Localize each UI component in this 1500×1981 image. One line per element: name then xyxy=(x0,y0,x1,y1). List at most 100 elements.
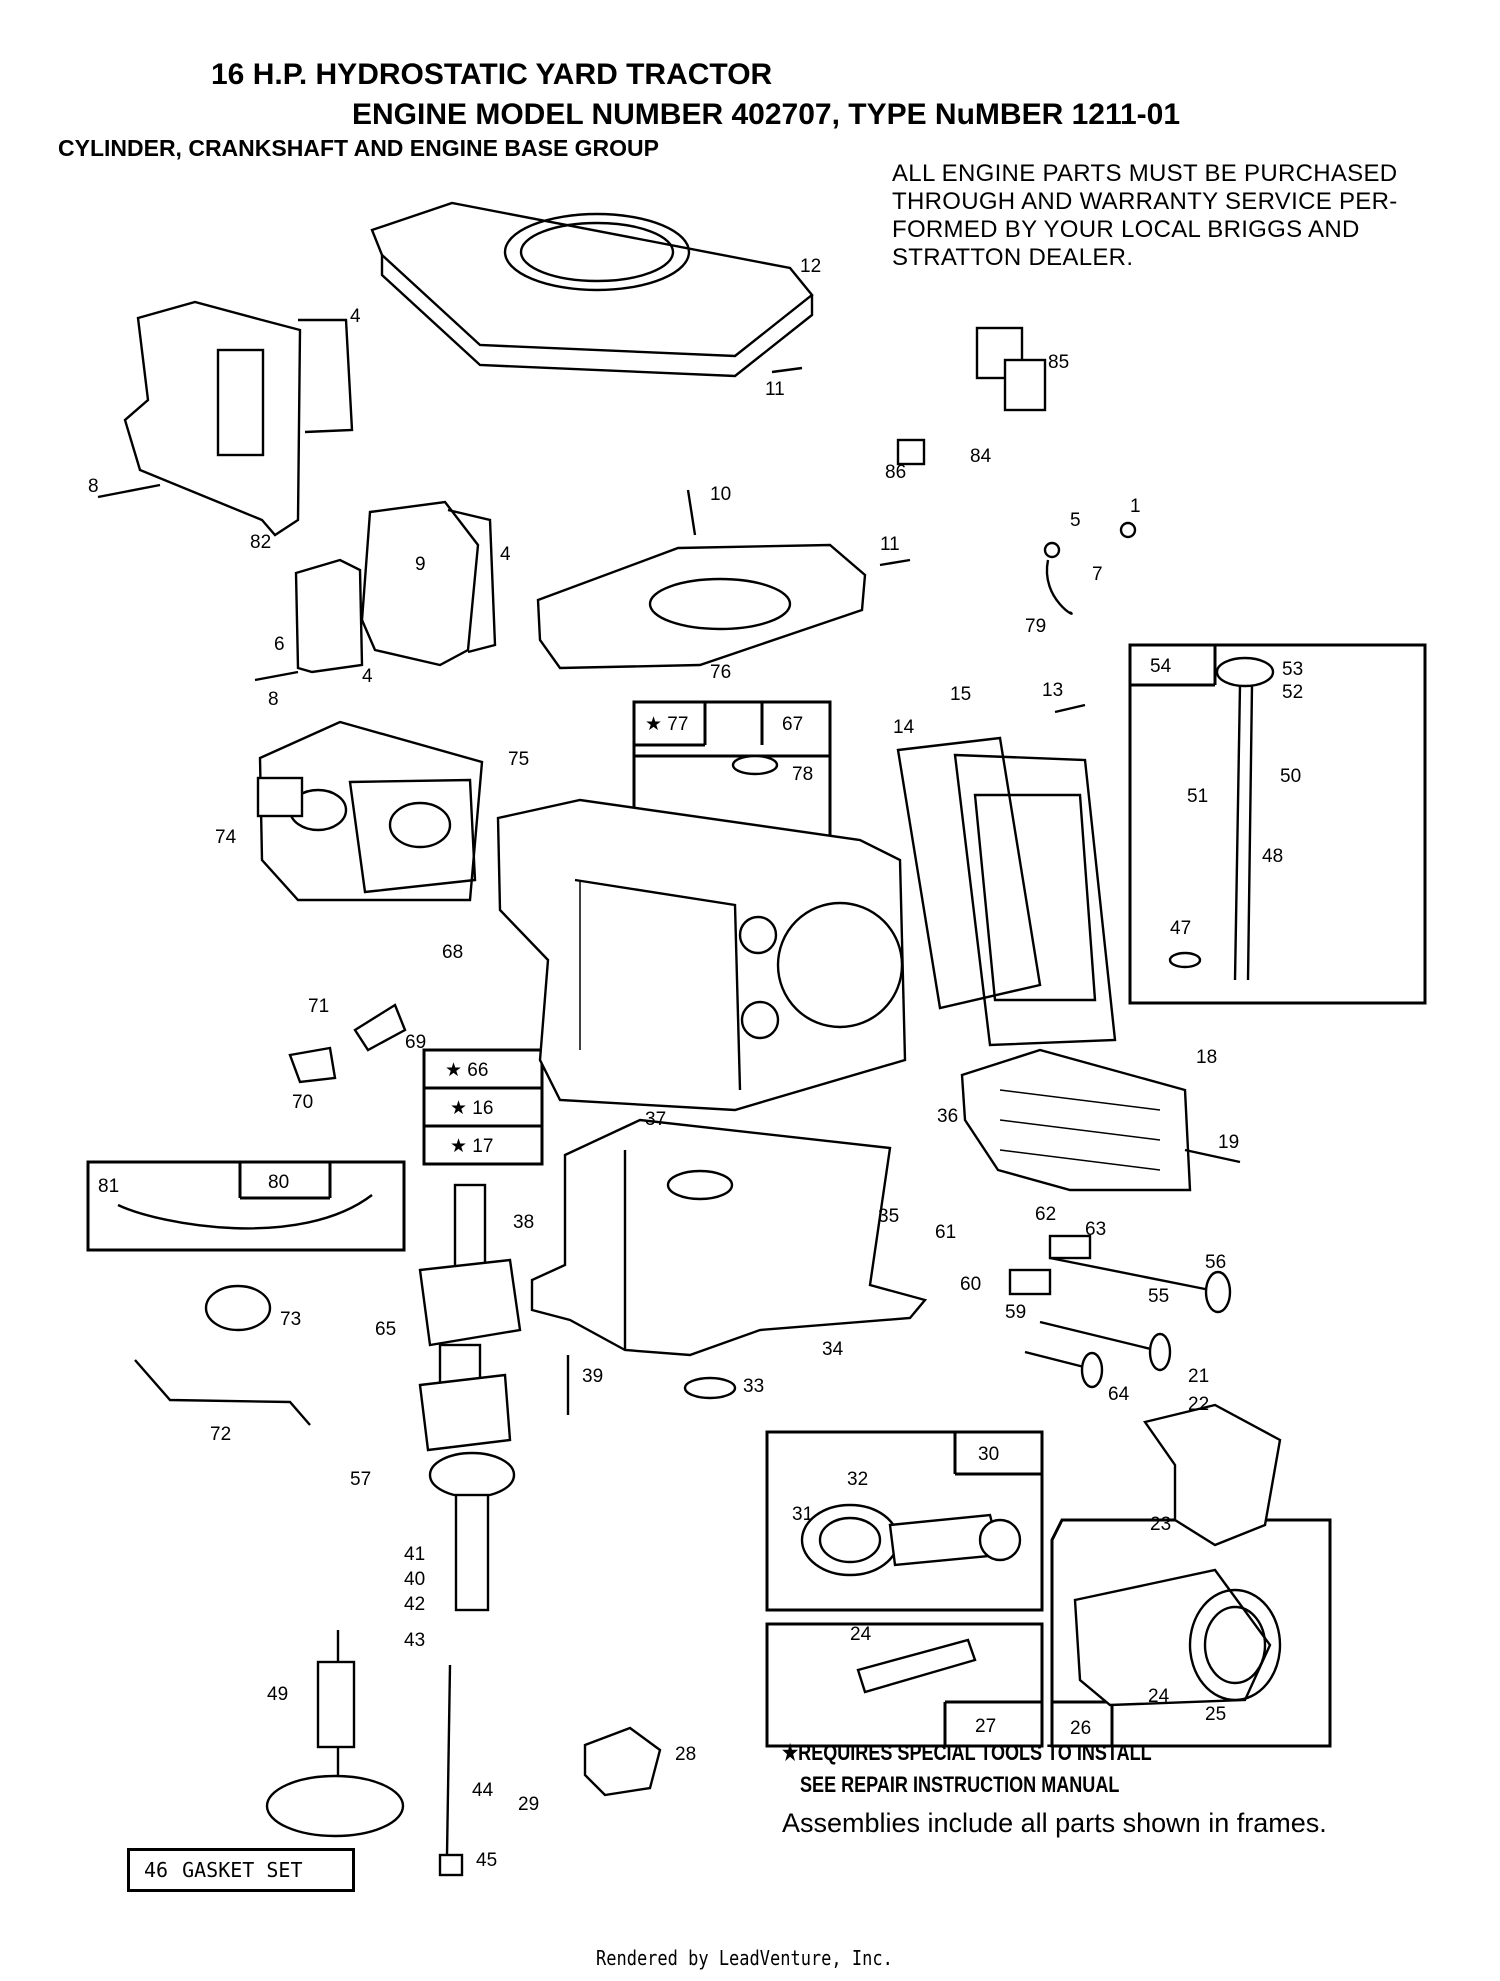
part-label: 61 xyxy=(935,1222,956,1243)
piston-assembly xyxy=(1073,1568,1282,1707)
part-label: 76 xyxy=(710,662,731,683)
part-label: 13 xyxy=(1042,680,1063,701)
part-label: 57 xyxy=(350,1469,371,1490)
valves xyxy=(1008,1234,1232,1389)
part-label: 15 xyxy=(950,684,971,705)
part-label: 50 xyxy=(1280,766,1301,787)
part-label: 59 xyxy=(1005,1302,1026,1323)
part-label: 81 xyxy=(98,1176,119,1197)
part-label: 42 xyxy=(404,1594,425,1615)
part-label: 8 xyxy=(88,476,99,497)
frame-label: ★ 66 xyxy=(445,1060,488,1081)
special-tools-note: ★REQUIRES SPECIAL TOOLS TO INSTALL xyxy=(782,1740,1152,1765)
frame-30 xyxy=(765,1430,1044,1612)
frame-66-16-17 xyxy=(422,1048,544,1166)
part-label: 74 xyxy=(215,827,237,848)
gasket-set-box: 46 GASKET SET xyxy=(127,1848,355,1892)
gasket-set-label: GASKET SET xyxy=(182,1858,303,1882)
cylinder-block xyxy=(496,798,907,1112)
part-label: 28 xyxy=(675,1744,696,1765)
part-label: 10 xyxy=(710,484,731,505)
part-label: 5 xyxy=(1070,510,1081,531)
hardware xyxy=(97,326,1241,1415)
part-label: 41 xyxy=(404,1544,425,1565)
cylinder-shroud xyxy=(123,300,354,537)
part-label: 35 xyxy=(878,1206,899,1227)
part-label: 40 xyxy=(404,1569,425,1590)
air-guide xyxy=(536,543,867,670)
breaker-assembly xyxy=(1143,1403,1282,1547)
frame-27 xyxy=(765,1622,1044,1748)
part-label: 4 xyxy=(500,544,511,565)
connecting-rod xyxy=(800,1503,1022,1577)
part-label: 6 xyxy=(274,634,285,655)
engine-base xyxy=(530,1118,928,1357)
fuel-filter xyxy=(204,1284,272,1332)
cylinder-head xyxy=(258,720,484,902)
part-label: 21 xyxy=(1188,1366,1209,1387)
assemblies-note: Assemblies include all parts shown in fr… xyxy=(782,1808,1327,1838)
part-label: 18 xyxy=(1196,1047,1217,1068)
part-label: 82 xyxy=(250,532,271,553)
part-label: 9 xyxy=(415,554,426,575)
part-label: 45 xyxy=(476,1850,497,1871)
part-label: 64 xyxy=(1108,1384,1130,1405)
part-label: 34 xyxy=(822,1339,844,1360)
part-label: 14 xyxy=(893,717,915,738)
gasket-set-number: 46 xyxy=(144,1858,169,1882)
part-label: 60 xyxy=(960,1274,981,1295)
part-label: 19 xyxy=(1218,1132,1239,1153)
part-label: 29 xyxy=(518,1794,539,1815)
part-label: 36 xyxy=(937,1106,958,1127)
engine-model-title: ENGINE MODEL NUMBER 402707, TYPE NuMBER … xyxy=(352,98,1181,131)
part-label: 85 xyxy=(1048,352,1069,373)
part-label: 7 xyxy=(1092,564,1103,585)
part-label: 69 xyxy=(405,1032,426,1053)
part-label: 4 xyxy=(362,666,373,687)
part-label: 56 xyxy=(1205,1252,1226,1273)
oil-line xyxy=(134,1359,311,1426)
frame-label: ★ 17 xyxy=(450,1136,493,1157)
part-label: 86 xyxy=(885,462,906,483)
part-label: 70 xyxy=(292,1092,313,1113)
part-label: 11 xyxy=(880,534,900,555)
part-label: 44 xyxy=(472,1780,494,1801)
part-label: 71 xyxy=(308,996,329,1017)
fuel-line xyxy=(117,1194,373,1230)
part-label: 49 xyxy=(267,1684,288,1705)
governor-gear xyxy=(583,1726,662,1797)
part-label: 78 xyxy=(792,764,813,785)
part-label: 63 xyxy=(1085,1219,1106,1240)
dealer-notice: ALL ENGINE PARTS MUST BE PURCHASED THROU… xyxy=(892,160,1398,271)
part-label: 51 xyxy=(1187,786,1208,807)
part-label: 23 xyxy=(1150,1514,1171,1535)
part-label: 55 xyxy=(1148,1286,1169,1307)
frame-80 xyxy=(86,1160,406,1252)
part-label: 73 xyxy=(280,1309,301,1330)
frame-label: 80 xyxy=(268,1172,289,1193)
part-label: 68 xyxy=(442,942,463,963)
part-label: 62 xyxy=(1035,1204,1056,1225)
part-label: 4 xyxy=(350,306,361,327)
part-label: 38 xyxy=(513,1212,534,1233)
frame-label: ★ 77 xyxy=(645,714,688,735)
part-label: 24 xyxy=(1148,1686,1170,1707)
frame-label: 27 xyxy=(975,1716,996,1737)
dipstick-tube xyxy=(1215,656,1275,981)
cylinder-head-2 xyxy=(960,1048,1192,1192)
part-label: 33 xyxy=(743,1376,764,1397)
part-label: 52 xyxy=(1282,682,1303,703)
part-label: 11 xyxy=(765,379,785,400)
footer-credit: Rendered by LeadVenture, Inc. xyxy=(596,1946,893,1970)
frame-label: 26 xyxy=(1070,1718,1091,1739)
part-label: 24 xyxy=(850,1624,872,1645)
part-label: 84 xyxy=(970,446,992,467)
frame-label: 67 xyxy=(782,714,803,735)
part-label: 39 xyxy=(582,1366,603,1387)
part-label: 79 xyxy=(1025,616,1046,637)
frame-54 xyxy=(1128,643,1427,1005)
governor-shaft xyxy=(438,1664,464,1877)
part-label: 31 xyxy=(792,1504,813,1525)
part-label: 75 xyxy=(508,749,529,770)
